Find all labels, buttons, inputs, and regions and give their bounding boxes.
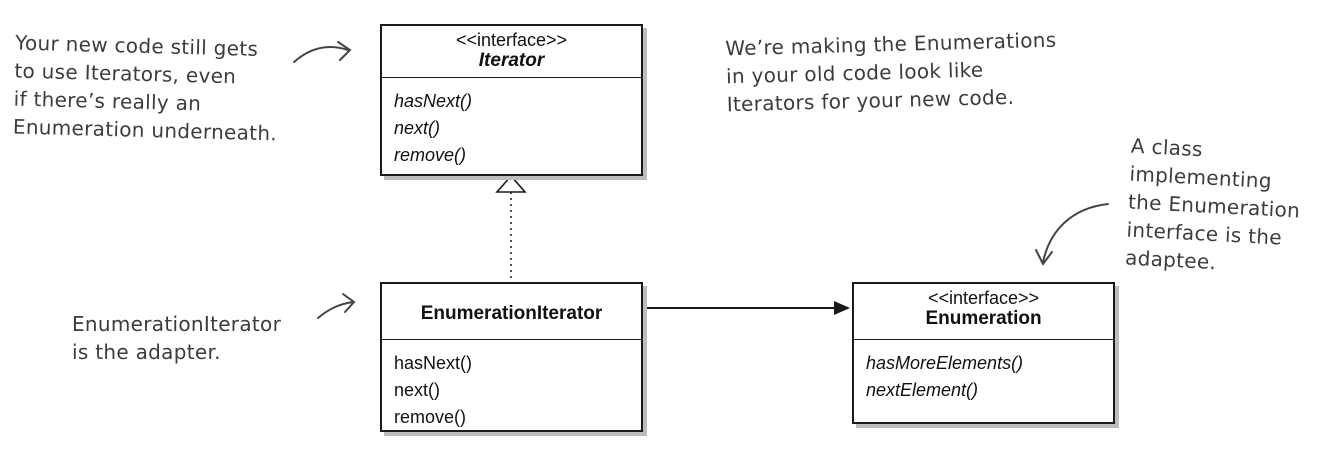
- method-has-next: hasNext(): [394, 91, 473, 111]
- iterator-interface-box: <<interface>> Iterator hasNext() next() …: [380, 24, 643, 176]
- method-next-element: nextElement(): [866, 380, 979, 400]
- iterator-name: Iterator: [478, 50, 545, 71]
- enumeration-iterator-class-box: EnumerationIterator hasNext() next() rem…: [380, 282, 643, 432]
- note-adapter: EnumerationIterator is the adapter.: [72, 310, 281, 366]
- realization-arrowhead: [495, 174, 527, 193]
- adapter-header: EnumerationIterator: [382, 284, 641, 340]
- method-has-more-elements: hasMoreElements(): [866, 353, 1024, 373]
- enumeration-header: <<interface>> Enumeration: [854, 284, 1113, 340]
- pointer-arrow-adaptee: [1035, 203, 1109, 266]
- pointer-arrow-iterators: [293, 41, 352, 63]
- method-remove: remove(): [394, 145, 467, 165]
- enumeration-interface-box: <<interface>> Enumeration hasMoreElement…: [852, 282, 1115, 424]
- iterator-header: <<interface>> Iterator: [382, 26, 641, 78]
- method-remove: remove(): [394, 407, 467, 427]
- note-iterators: Your new code still gets to use Iterator…: [13, 29, 280, 148]
- adapter-name: EnumerationIterator: [420, 303, 603, 324]
- association-arrowhead: [834, 301, 850, 315]
- note-adaptee: A class implementing the Enumeration int…: [1124, 132, 1303, 281]
- note-enumerations: We’re making the Enumerations in your ol…: [725, 26, 1058, 119]
- enumeration-name: Enumeration: [925, 308, 1042, 329]
- note-line: EnumerationIterator: [72, 312, 282, 336]
- enumeration-stereotype: <<interface>>: [927, 288, 1040, 308]
- enumeration-methods: hasMoreElements() nextElement(): [854, 340, 1113, 404]
- method-next: next(): [394, 380, 441, 400]
- pointer-arrow-adapter: [317, 293, 356, 319]
- iterator-methods: hasNext() next() remove(): [382, 78, 641, 169]
- note-line: is the adapter.: [72, 340, 221, 364]
- method-has-next: hasNext(): [394, 353, 473, 373]
- method-next: next(): [394, 118, 441, 138]
- iterator-stereotype: <<interface>>: [455, 30, 568, 50]
- adapter-methods: hasNext() next() remove(): [382, 340, 641, 431]
